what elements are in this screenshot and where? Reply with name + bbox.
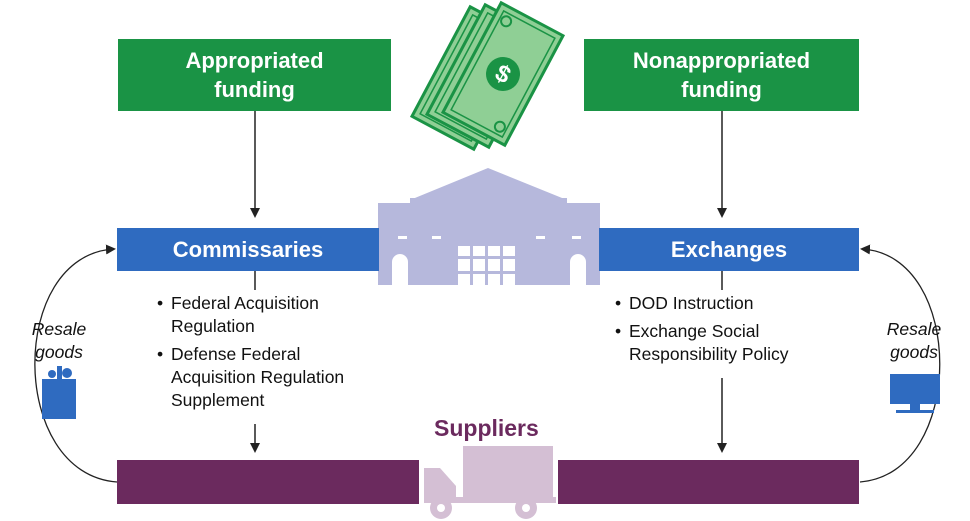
list-item: Federal Acquisition Regulation [155,292,405,338]
resale-goods-left-label: Resale goods [31,319,87,362]
exchanges-regulations-list: DOD Instruction Exchange Social Responsi… [613,292,853,371]
commissaries-box: Commissaries [117,228,379,271]
suppliers-bar-right [558,460,859,504]
truck-icon [424,446,556,519]
building-icon [378,168,600,285]
suppliers-label: Suppliers [434,415,539,441]
commissaries-regulations-list: Federal Acquisition Regulation Defense F… [155,292,405,417]
exchanges-box: Exchanges [599,228,859,271]
list-item: DOD Instruction [613,292,853,315]
money-icon: $ [409,0,566,152]
appropriated-funding-box: Appropriated funding [118,39,391,111]
resale-arrow-left [34,244,118,483]
resale-goods-right-label: Resale goods [886,319,942,362]
suppliers-bar-left [117,460,419,504]
resale-arrow-right [859,244,941,483]
list-item: Exchange Social Responsibility Policy [613,320,853,366]
list-item: Defense Federal Acquisition Regulation S… [155,343,405,412]
nonappropriated-funding-box: Nonappropriated funding [584,39,859,111]
shopping-bag-icon [42,366,76,419]
monitor-icon [890,374,940,413]
